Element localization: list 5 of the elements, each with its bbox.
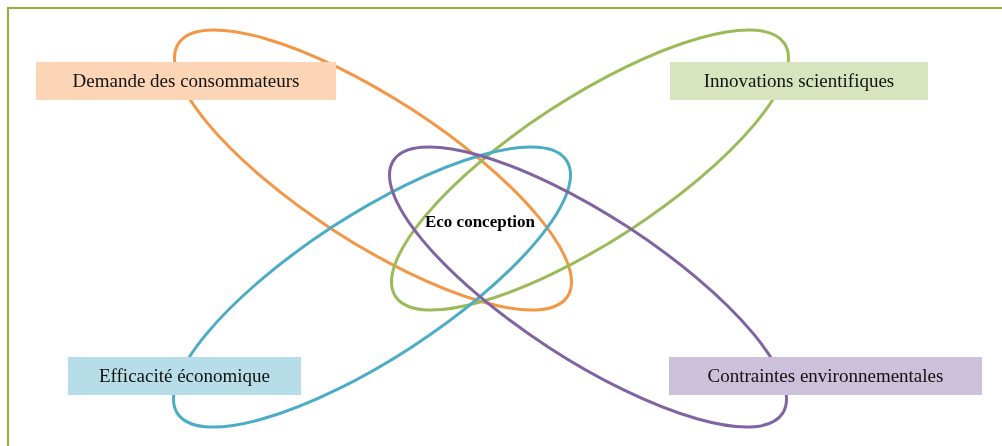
label-box: Contraintes environnementales xyxy=(669,357,982,395)
label-box: Efficacité économique xyxy=(68,357,301,395)
label-box: Demande des consommateurs xyxy=(36,62,336,100)
label-box: Innovations scientifiques xyxy=(670,62,928,100)
center-label: Eco conception xyxy=(424,212,536,232)
